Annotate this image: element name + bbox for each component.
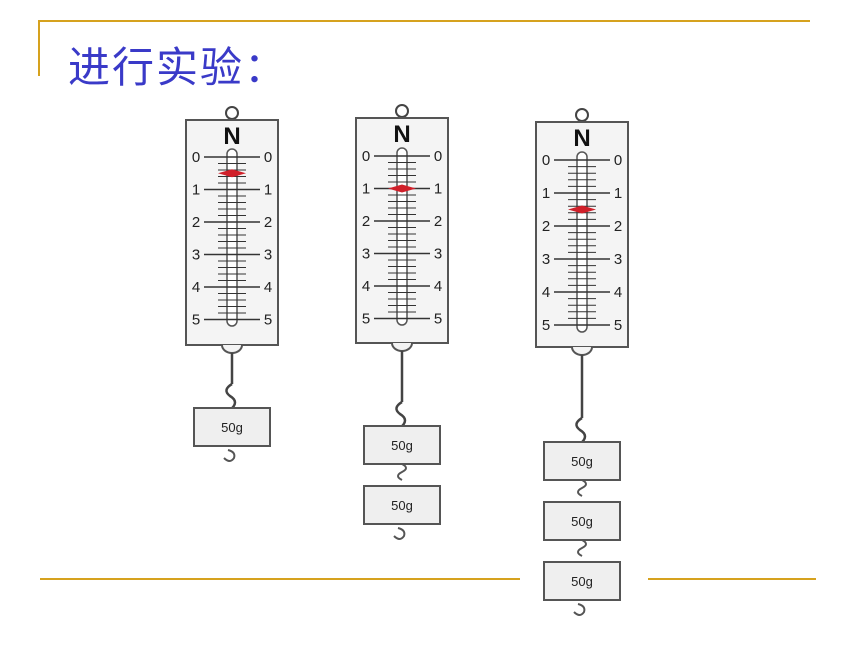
scale-bottom-cap	[221, 344, 243, 354]
tick-label-left: 4	[542, 284, 550, 301]
weight-label: 50g	[221, 420, 243, 435]
reading-pointer	[388, 184, 416, 193]
tick-label-right: 3	[264, 247, 272, 264]
tick-label-right: 5	[434, 311, 442, 328]
tick-label-right: 2	[614, 218, 622, 235]
spring-scale-2: N 0 0 1 1 2 2 3 3 4 4 5 5 50g 50g	[355, 104, 449, 540]
tick-label-left: 2	[542, 218, 550, 235]
weight-bottom-hook	[393, 527, 406, 540]
tick-label-right: 2	[434, 213, 442, 230]
tick-label-left: 3	[192, 247, 200, 264]
unit-label: N	[393, 121, 410, 148]
hook	[225, 382, 237, 411]
bottom-rule-left	[40, 578, 520, 580]
bottom-rule-right	[648, 578, 816, 580]
scale-tube	[396, 147, 408, 326]
scale-ring	[575, 108, 589, 122]
tick-label-left: 1	[362, 181, 370, 198]
weight-bottom-hook	[223, 449, 236, 462]
top-rule	[38, 20, 810, 22]
spring-scale-3: N 0 0 1 1 2 2 3 3 4 4 5 5 50g 50g 50g	[535, 108, 629, 616]
scale-ring	[395, 104, 409, 118]
weight-block	[363, 425, 441, 465]
tick-label-left: 0	[542, 152, 550, 169]
tick-label-left: 4	[362, 278, 370, 295]
scale-tube	[226, 148, 238, 327]
tick-label-left: 2	[192, 214, 200, 231]
tick-label-right: 0	[434, 148, 442, 165]
weight-block	[543, 561, 621, 601]
tick-label-right: 1	[264, 182, 272, 199]
tick-label-right: 1	[614, 185, 622, 202]
tick-label-right: 3	[614, 251, 622, 268]
tick-label-left: 5	[542, 317, 550, 334]
tick-label-left: 2	[362, 213, 370, 230]
spring-scale-1: N 0 0 1 1 2 2 3 3 4 4 5 5 50g	[185, 106, 279, 462]
weight-connector	[577, 479, 587, 497]
tick-label-left: 5	[192, 312, 200, 329]
hook	[395, 400, 407, 429]
reading-pointer	[568, 205, 596, 214]
unit-label: N	[223, 123, 240, 150]
tick-label-left: 0	[192, 149, 200, 166]
tick-label-left: 3	[362, 246, 370, 263]
tick-label-right: 3	[434, 246, 442, 263]
weight-block	[363, 485, 441, 525]
hook	[575, 416, 587, 445]
tick-label-right: 4	[614, 284, 622, 301]
weight-label: 50g	[571, 574, 593, 589]
tick-label-right: 5	[614, 317, 622, 334]
weight-label: 50g	[391, 438, 413, 453]
tick-label-left: 3	[542, 251, 550, 268]
weight-label: 50g	[391, 498, 413, 513]
weight-block	[193, 407, 271, 447]
left-rule	[38, 20, 40, 76]
unit-label: N	[573, 125, 590, 152]
scale-tube	[576, 151, 588, 333]
tick-label-right: 4	[434, 278, 442, 295]
tick-label-right: 5	[264, 312, 272, 329]
weight-connector	[577, 539, 587, 557]
tick-label-right: 2	[264, 214, 272, 231]
weight-block	[543, 441, 621, 481]
tick-label-left: 1	[192, 182, 200, 199]
tick-label-right: 0	[264, 149, 272, 166]
weight-label: 50g	[571, 514, 593, 529]
tick-label-left: 1	[542, 185, 550, 202]
weight-block	[543, 501, 621, 541]
slide-title: 进行实验：	[68, 43, 289, 92]
scale-ring	[225, 106, 239, 120]
tick-label-left: 4	[192, 279, 200, 296]
weight-bottom-hook	[573, 603, 586, 616]
tick-label-left: 5	[362, 311, 370, 328]
scale-bottom-cap	[391, 342, 413, 352]
scale-bottom-cap	[571, 346, 593, 356]
tick-label-right: 4	[264, 279, 272, 296]
tick-label-right: 1	[434, 181, 442, 198]
weight-connector	[397, 463, 407, 481]
tick-label-right: 0	[614, 152, 622, 169]
weight-label: 50g	[571, 454, 593, 469]
tick-label-left: 0	[362, 148, 370, 165]
reading-pointer	[218, 169, 246, 178]
